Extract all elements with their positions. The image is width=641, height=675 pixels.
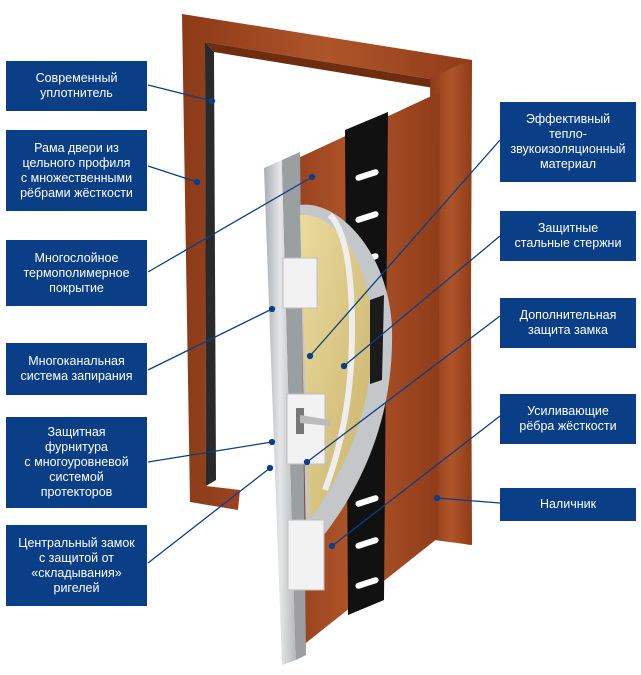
handle (296, 408, 330, 434)
door-frame (182, 14, 472, 545)
casing-trim (430, 60, 472, 545)
label-central-lock: Центральный замок с защитой от «складыва… (6, 525, 147, 606)
door-leaf (264, 92, 440, 665)
label-hardware: Защитная фурнитура с многоуровневой сист… (6, 417, 147, 508)
label-locking: Многоканальная система запирания (6, 343, 147, 395)
label-lock-protection: Дополнительная защита замка (500, 298, 636, 348)
label-casing: Наличник (500, 488, 636, 521)
label-coating: Многослойное термополимерное покрытие (6, 240, 147, 306)
label-seal: Современный уплотнитель (6, 61, 147, 111)
label-frame: Рама двери из цельного профиля с множест… (6, 130, 147, 211)
label-rods: Защитные стальные стержни (500, 211, 636, 261)
lock-plates (282, 257, 326, 591)
label-insulation: Эффективный тепло- звукоизоляционный мат… (500, 102, 636, 182)
leader-lines (147, 84, 501, 564)
label-ribs: Усиливающие рёбра жёсткости (500, 394, 636, 444)
